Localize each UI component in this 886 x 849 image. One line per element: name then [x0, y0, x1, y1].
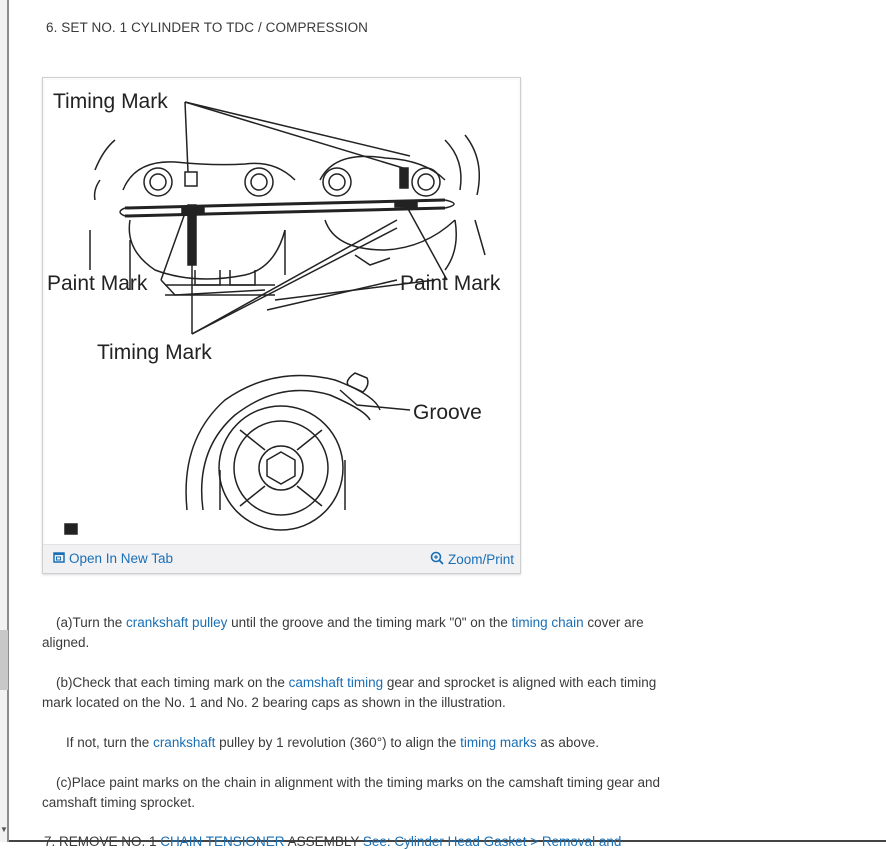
para-b-text-1: (b)Check that each timing mark on the	[56, 675, 289, 690]
zoom-print-label: Zoom/Print	[447, 552, 514, 567]
link-timing-chain[interactable]: timing chain	[511, 615, 584, 630]
para-b2-text-1: If not, turn the	[66, 735, 154, 750]
para-a-text-3: cover are aligned.	[42, 615, 644, 650]
label-paint-mark-right: Paint Mark	[400, 272, 501, 295]
left-scrollbar[interactable]	[0, 0, 9, 842]
open-in-new-tab-label: Open In New Tab	[69, 551, 174, 566]
label-timing-mark-top: Timing Mark	[53, 90, 168, 113]
new-tab-icon	[53, 551, 65, 566]
label-paint-mark-left: Paint Mark	[47, 272, 148, 295]
link-crankshaft-pulley[interactable]: crankshaft pulley	[126, 615, 228, 630]
paragraph-c: (c)Place paint marks on the chain in ali…	[42, 773, 662, 813]
scrollbar-thumb[interactable]	[0, 630, 8, 690]
paragraph-b: (b)Check that each timing mark on the ca…	[42, 673, 662, 713]
scroll-down-arrow-icon[interactable]: ▼	[0, 825, 8, 834]
para-a-text-1: (a)Turn the	[56, 615, 127, 630]
step-heading: 6. SET NO. 1 CYLINDER TO TDC / COMPRESSI…	[46, 20, 369, 35]
zoom-print-link[interactable]: Zoom/Print	[430, 551, 514, 568]
link-timing-marks[interactable]: timing marks	[460, 735, 537, 750]
zoom-icon	[430, 551, 444, 568]
paragraph-b-note: If not, turn the crankshaft pulley by 1 …	[42, 733, 662, 753]
open-in-new-tab-link[interactable]: Open In New Tab	[53, 551, 173, 566]
label-groove: Groove	[413, 401, 482, 424]
link-camshaft-timing[interactable]: camshaft timing	[288, 675, 384, 690]
bottom-border	[9, 840, 886, 842]
label-timing-mark-bottom: Timing Mark	[97, 341, 212, 364]
para-b-text-2: gear and sprocket is aligned with each t…	[42, 675, 657, 710]
figure-container: Timing Mark Paint Mark Paint Mark Timing…	[42, 77, 521, 574]
para-b2-text-2: pulley by 1 revolution (360°) to align t…	[215, 735, 461, 750]
para-a-text-2: until the groove and the timing mark "0"…	[227, 615, 512, 630]
timing-illustration[interactable]: Timing Mark Paint Mark Paint Mark Timing…	[45, 80, 518, 545]
figure-toolbar: Open In New Tab Zoom/Print	[43, 544, 520, 573]
paragraph-a: (a)Turn the crankshaft pulley until the …	[42, 613, 662, 653]
link-crankshaft[interactable]: crankshaft	[153, 735, 216, 750]
para-b2-text-3: as above.	[536, 735, 599, 750]
para-c-text: (c)Place paint marks on the chain in ali…	[42, 775, 661, 810]
